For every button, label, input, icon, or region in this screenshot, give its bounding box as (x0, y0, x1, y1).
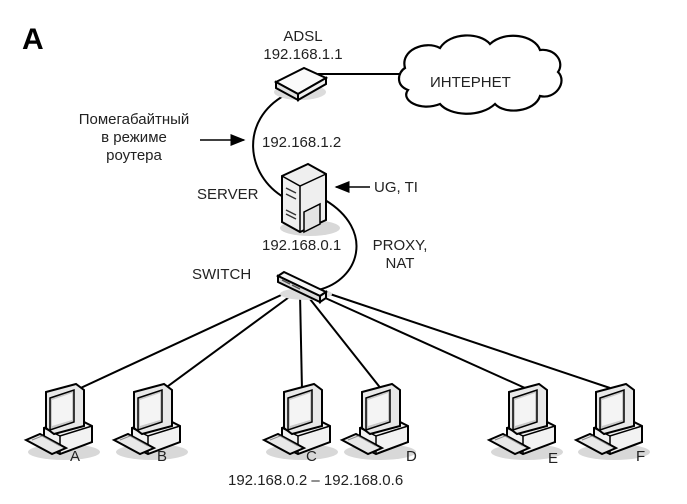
client-ip-range: 192.168.0.2 – 192.168.0.6 (228, 472, 404, 489)
switch-label: SWITCH (192, 266, 252, 283)
client-label-b: B (157, 448, 168, 465)
computer-icon-e (488, 383, 564, 461)
link-client-e (311, 291, 526, 389)
computer-icon-a (25, 383, 101, 461)
server-software-label: UG, TI (374, 179, 418, 196)
link-client-d (305, 293, 383, 391)
modem-note-line1: Помегабайтный (78, 111, 190, 128)
server-switch-link (317, 199, 358, 291)
link-client-b (159, 291, 297, 393)
computer-icon-b (113, 383, 189, 461)
server-services-line2: NAT (385, 255, 415, 272)
server-services-line1: PROXY, (372, 237, 428, 254)
link-client-f (317, 289, 611, 389)
link-client-c (299, 293, 303, 391)
router-server-link (252, 94, 286, 199)
client-label-e: E (548, 450, 559, 467)
client-label-a: A (70, 448, 81, 465)
router-label: ADSL 192.168.1.1 (258, 28, 348, 64)
server-services-label: PROXY, NAT (368, 237, 432, 273)
internet-cloud (397, 34, 563, 115)
client-label-f: F (636, 448, 646, 465)
modem-note-line2: в режиме (101, 129, 167, 146)
adsl-router-icon (273, 66, 329, 102)
computer-icon-d (341, 383, 417, 461)
modem-note: Помегабайтный в режиме роутера (72, 111, 196, 165)
client-label-c: C (306, 448, 317, 465)
internet-label: ИНТЕРНЕТ (430, 74, 511, 91)
link-ip-label: 192.168.1.2 (262, 134, 342, 151)
router-ip: 192.168.1.1 (263, 46, 343, 63)
computer-icon-c (263, 383, 339, 461)
server-icon (280, 162, 340, 236)
figure-letter: A (22, 23, 44, 56)
link-client-a (71, 289, 293, 393)
server-label: SERVER (197, 186, 259, 203)
router-name: ADSL (283, 28, 323, 45)
switch-client-links (71, 289, 611, 393)
client-label-d: D (406, 448, 417, 465)
switch-icon (275, 270, 332, 304)
server-ip-label: 192.168.0.1 (262, 237, 342, 254)
modem-note-line3: роутера (106, 147, 162, 164)
